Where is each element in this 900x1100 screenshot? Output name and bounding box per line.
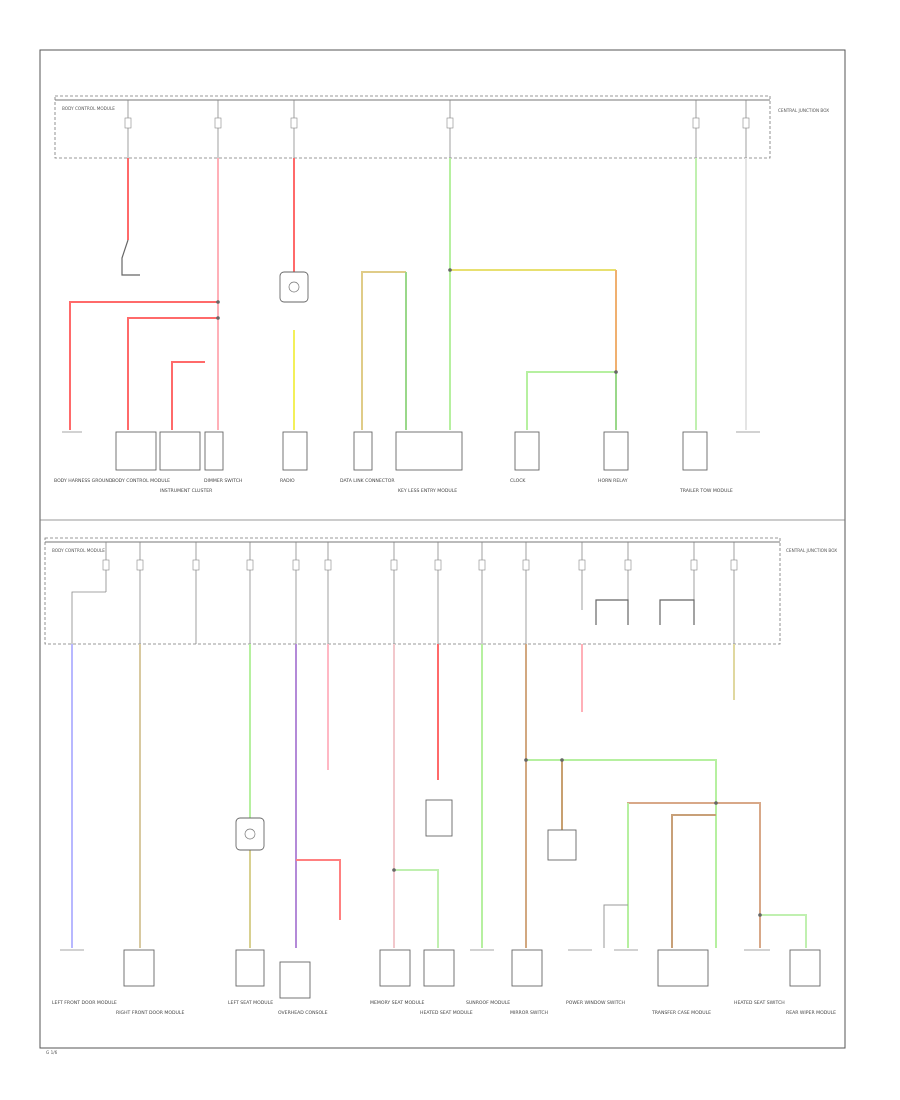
bottom-comp-label: TRANSFER CASE MODULE	[651, 1010, 711, 1016]
wire-brown-p	[671, 814, 716, 948]
top-fuse-box	[54, 95, 771, 159]
bottom-comp-label: LEFT SEAT MODULE	[228, 1000, 273, 1006]
wire-green-l	[526, 759, 717, 948]
wire-red-3	[69, 301, 218, 430]
top-comp-label: DATA LINK CONNECTOR	[340, 478, 395, 484]
bottom-comp-label: OVERHEAD CONSOLE	[278, 1010, 328, 1016]
top-comp-label: CLOCK	[510, 478, 526, 484]
top-right-box-label: CENTRAL JUNCTION BOX	[778, 108, 829, 113]
bottom-comp-label: SUNROOF MODULE	[466, 1000, 510, 1006]
wire-green-g	[394, 869, 439, 948]
bottom-comp-label: REAR WIPER MODULE	[786, 1010, 836, 1016]
bottom-component-row	[60, 949, 821, 999]
bottom-comp-label: LEFT FRONT DOOR MODULE	[52, 1000, 117, 1006]
bottom-comp-label: MIRROR SWITCH	[510, 1010, 548, 1016]
wire-green-14	[526, 371, 616, 430]
top-fuses	[124, 100, 750, 158]
wire-gray-r	[603, 904, 628, 948]
top-comp-label: BODY HARNESS GROUND	[54, 478, 113, 484]
bottom-fuse-symbols	[71, 559, 738, 644]
top-comp-label: HORN RELAY	[598, 478, 628, 484]
diagram-frame	[39, 49, 846, 1049]
bottom-comp-label: RIGHT FRONT DOOR MODULE	[116, 1010, 184, 1016]
bottom-section: BODY CONTROL MODULE CENTRAL JUNCTION BOX	[44, 537, 837, 1016]
page-label: G 1/6	[46, 1050, 58, 1055]
top-inline-parts	[121, 239, 618, 374]
top-section: BODY CONTROL MODULE CENTRAL JUNCTION BOX	[54, 95, 829, 494]
bottom-wires	[71, 644, 807, 948]
bottom-right-box-label: CENTRAL JUNCTION BOX	[786, 548, 837, 553]
bottom-comp-label: POWER WINDOW SWITCH	[566, 1000, 625, 1006]
top-comp-label: RADIO	[280, 478, 295, 484]
top-wires	[69, 158, 747, 430]
top-left-box-label: BODY CONTROL MODULE	[62, 106, 115, 111]
wire-red-5	[171, 361, 205, 430]
bottom-left-box-label: BODY CONTROL MODULE	[52, 548, 105, 553]
top-comp-label: DIMMER SWITCH	[204, 478, 242, 484]
top-comp-label: INSTRUMENT CLUSTER	[160, 488, 213, 494]
bottom-comp-label: HEATED SEAT MODULE	[420, 1010, 473, 1016]
wire-tan-8	[361, 271, 406, 430]
bottom-inline-parts	[235, 758, 762, 917]
bottom-comp-label: HEATED SEAT SWITCH	[734, 1000, 785, 1006]
top-comp-label: KEY LESS ENTRY MODULE	[398, 488, 457, 494]
bottom-fuses	[105, 542, 735, 644]
wire-red-c	[296, 859, 341, 920]
top-comp-label: TRAILER TOW MODULE	[679, 488, 733, 494]
wire-brown-n	[627, 802, 761, 948]
bottom-component-labels: LEFT FRONT DOOR MODULE RIGHT FRONT DOOR …	[52, 1000, 836, 1016]
top-component-labels: BODY HARNESS GROUND BODY CONTROL MODULE …	[54, 478, 733, 494]
bottom-fuse-box	[44, 537, 781, 645]
top-component-row	[62, 431, 760, 471]
wire-green-q	[760, 914, 807, 948]
bottom-comp-label: MEMORY SEAT MODULE	[370, 1000, 425, 1006]
top-comp-label: BODY CONTROL MODULE	[112, 478, 170, 484]
wire-red-4	[127, 317, 218, 430]
